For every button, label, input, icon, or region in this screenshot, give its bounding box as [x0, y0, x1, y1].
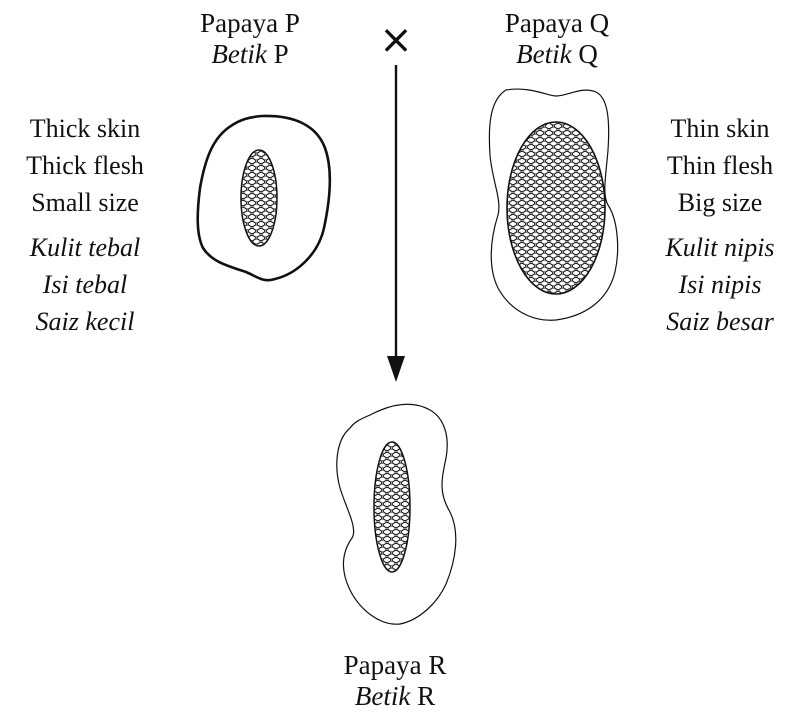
papaya-q-name: Papaya Q: [504, 8, 610, 38]
papaya-p-seeds: [242, 151, 276, 245]
cross-arrow: [387, 65, 405, 382]
papaya-p-title: Papaya P Betik P: [190, 8, 310, 70]
papaya-r-seeds: [375, 443, 409, 571]
papaya-p-traits: Thick skin Thick flesh Small size Kulit …: [0, 110, 170, 340]
papaya-q-malay-letter: Q: [578, 39, 598, 69]
papaya-r-malay-letter: R: [417, 681, 436, 711]
cross-symbol: ×: [379, 17, 413, 63]
papaya-q-fruit: [488, 88, 619, 321]
papaya-r-malay-name: Betik R: [325, 681, 465, 712]
papaya-p-name: Papaya P: [200, 8, 300, 38]
papaya-q-ciri-saiz: Saiz besar: [666, 307, 774, 336]
papaya-q-seeds: [508, 123, 604, 293]
papaya-p-malay-letter: P: [273, 39, 289, 69]
papaya-q-title: Papaya Q Betik Q: [492, 8, 622, 70]
papaya-q-malay-word: Betik: [516, 39, 572, 69]
papaya-q-trait-size: Big size: [677, 188, 763, 217]
papaya-p-malay-word: Betik: [211, 39, 267, 69]
papaya-q-traits: Thin skin Thin flesh Big size Kulit nipi…: [640, 110, 800, 340]
papaya-r-fruit: [336, 403, 457, 625]
papaya-p-ciri-saiz: Saiz kecil: [35, 307, 135, 336]
papaya-r-malay-word: Betik: [354, 681, 411, 711]
papaya-q-trait-skin: Thin skin: [670, 114, 770, 143]
papaya-p-ciri-isi: Isi tebal: [42, 270, 128, 299]
papaya-p-fruit: [196, 114, 332, 282]
papaya-p-trait-flesh: Thick flesh: [26, 151, 144, 180]
papaya-p-ciri-kulit: Kulit tebal: [29, 233, 141, 262]
papaya-r-name: Papaya R: [343, 650, 447, 680]
papaya-q-ciri-isi: Isi nipis: [678, 270, 762, 299]
papaya-p-trait-skin: Thick skin: [29, 114, 141, 143]
papaya-r-title: Papaya R Betik R: [325, 650, 465, 712]
papaya-p-trait-size: Small size: [31, 188, 139, 217]
papaya-p-malay-name: Betik P: [190, 39, 310, 70]
papaya-q-trait-flesh: Thin flesh: [666, 151, 774, 180]
papaya-q-ciri-kulit: Kulit nipis: [665, 233, 775, 262]
arrow-head: [387, 356, 405, 382]
papaya-q-malay-name: Betik Q: [492, 39, 622, 70]
